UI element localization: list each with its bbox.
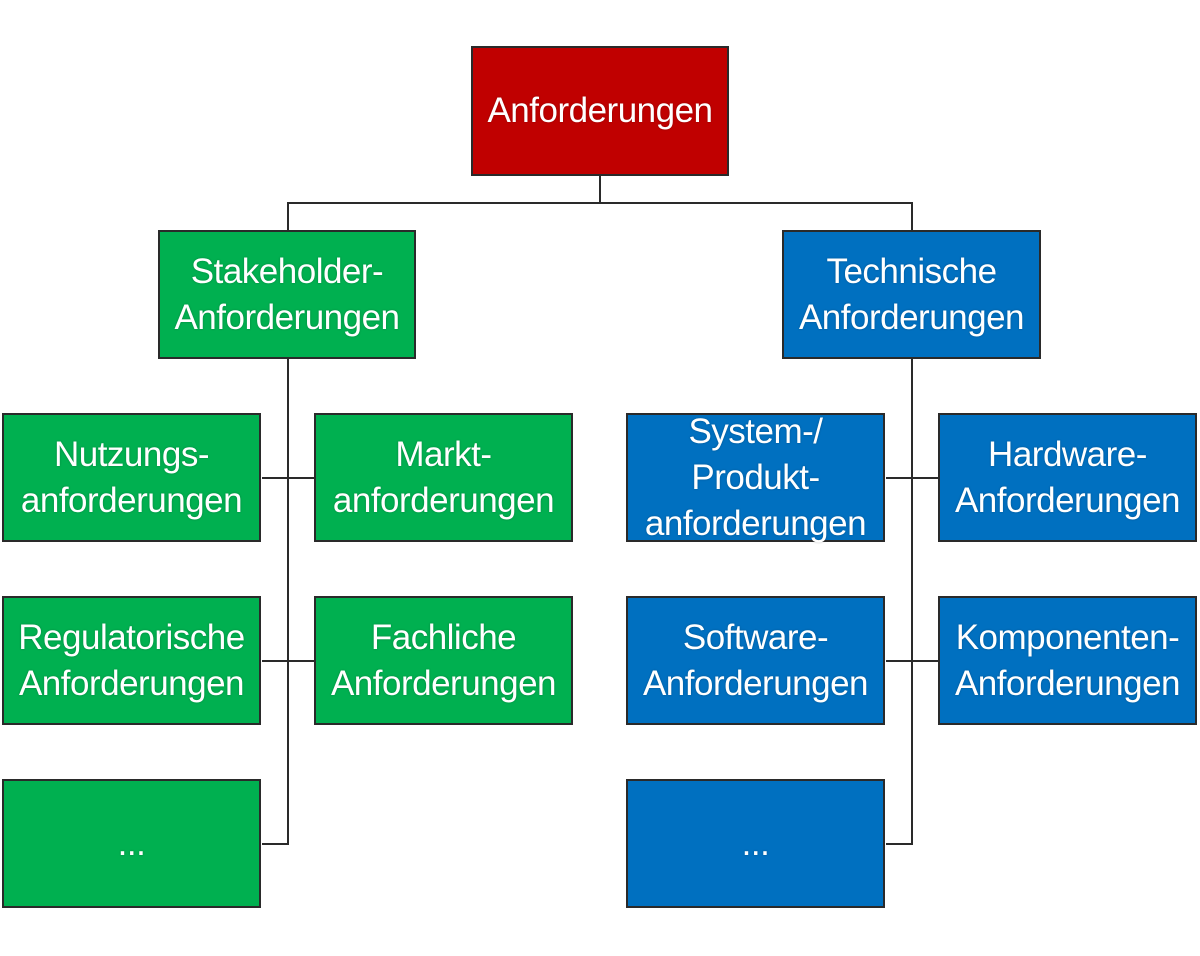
technical-node-label: Technische Anforderungen (798, 251, 1025, 337)
regulatory-requirements-node: Regulatorische Anforderungen (2, 596, 261, 725)
stakeholder-more-node: ... (2, 779, 261, 908)
stakeholder-node: Stakeholder- Anforderungen (158, 230, 416, 359)
usage-requirements-label: Nutzungs- anforderungen (20, 434, 243, 520)
hardware-requirements-node: Hardware- Anforderungen (938, 413, 1197, 542)
connector-stakeholder-trunk (262, 358, 289, 845)
regulatory-requirements-label: Regulatorische Anforderungen (18, 617, 245, 703)
usage-requirements-node: Nutzungs- anforderungen (2, 413, 261, 542)
component-requirements-label: Komponenten- Anforderungen (954, 617, 1181, 703)
system-product-requirements-label: System-/ Produkt- anforderungen (644, 411, 867, 543)
technical-more-node: ... (626, 779, 885, 908)
stakeholder-node-label: Stakeholder- Anforderungen (174, 251, 400, 337)
root-node: Anforderungen (471, 46, 729, 176)
market-requirements-node: Markt- anforderungen (314, 413, 573, 542)
component-requirements-node: Komponenten- Anforderungen (938, 596, 1197, 725)
technical-node: Technische Anforderungen (782, 230, 1041, 359)
domain-requirements-label: Fachliche Anforderungen (330, 617, 557, 703)
software-requirements-label: Software- Anforderungen (642, 617, 869, 703)
hardware-requirements-label: Hardware- Anforderungen (954, 434, 1181, 520)
market-requirements-label: Markt- anforderungen (332, 434, 555, 520)
software-requirements-node: Software- Anforderungen (626, 596, 885, 725)
system-product-requirements-node: System-/ Produkt- anforderungen (626, 412, 885, 543)
technical-more-label: ... (741, 823, 770, 863)
stakeholder-more-label: ... (117, 823, 146, 863)
root-node-label: Anforderungen (487, 91, 713, 130)
connector-technical-trunk (886, 358, 913, 845)
connector-root-branch (287, 202, 913, 231)
domain-requirements-node: Fachliche Anforderungen (314, 596, 573, 725)
